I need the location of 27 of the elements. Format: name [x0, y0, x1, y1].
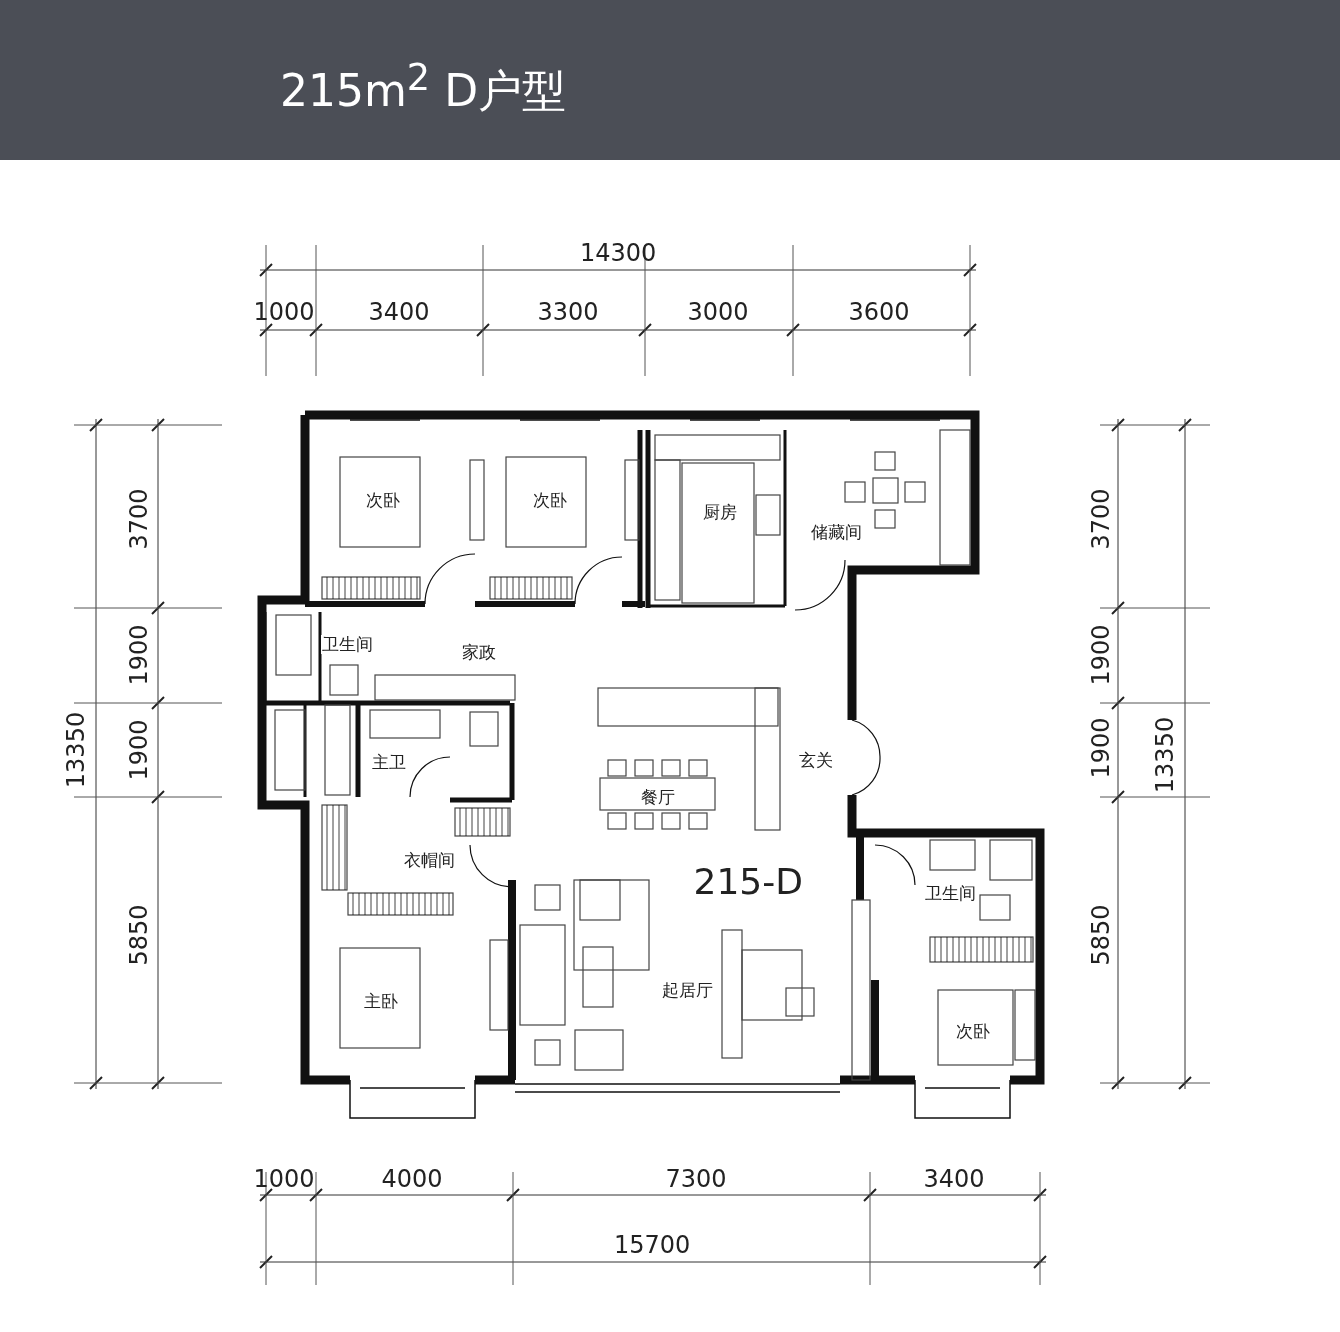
room-label: 家政: [461, 642, 497, 662]
dimension-label: 3600: [848, 300, 910, 324]
room-label: 储藏间: [809, 522, 863, 542]
room-label: 主卧: [363, 991, 399, 1011]
dimension-label: 3000: [687, 300, 749, 324]
dimension-label: 4000: [381, 1167, 443, 1191]
room-label: 次卧: [365, 490, 401, 510]
dimension-label: 1000: [253, 300, 315, 324]
room-label: 卫生间: [320, 634, 374, 654]
unit-code-label: 215-D: [693, 864, 803, 900]
dimension-label: 14300: [580, 241, 657, 265]
dimension-label: 3400: [368, 300, 430, 324]
room-label: 次卧: [532, 490, 568, 510]
room-label: 起居厅: [660, 980, 714, 1000]
room-label: 厨房: [702, 502, 738, 522]
room-label: 卫生间: [923, 883, 977, 903]
dimension-label: 7300: [665, 1167, 727, 1191]
room-label: 衣帽间: [402, 850, 456, 870]
room-label: 餐厅: [640, 787, 676, 807]
dimension-label: 1000: [253, 1167, 315, 1191]
room-label: 玄关: [798, 750, 834, 770]
dimension-label: 3400: [923, 1167, 985, 1191]
title: 215m$^{2}$ D户型: [280, 55, 567, 118]
room-label: 主卫: [371, 752, 407, 772]
dimension-label: 15700: [614, 1233, 691, 1257]
dimension-label: 3300: [537, 300, 599, 324]
room-label: 次卧: [955, 1021, 991, 1041]
